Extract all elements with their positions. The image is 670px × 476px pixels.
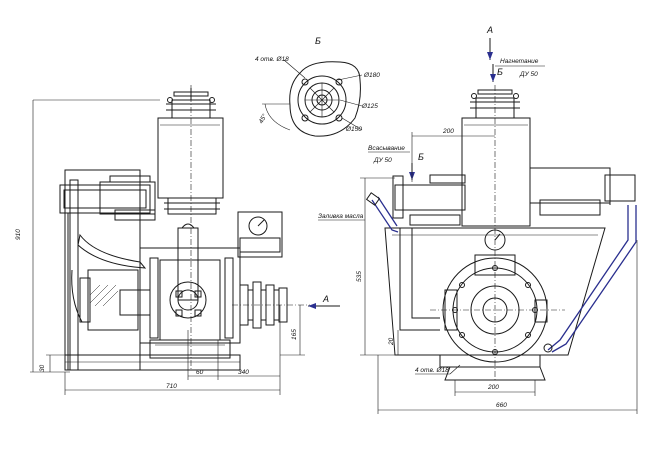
right-view (365, 85, 637, 381)
suction-dn-label: ДУ 50 (373, 157, 392, 164)
oil-fill-label: Заливка масла (318, 213, 364, 220)
dim-340: 340 (238, 369, 249, 376)
arrow-b-inlet-label: Б (418, 152, 424, 162)
motor-hatch (89, 284, 119, 307)
dim-910: 910 (15, 229, 22, 240)
v-belt-pulley (232, 281, 310, 329)
discharge-dn-label: ДУ 50 (519, 71, 538, 78)
dim-165: 165 (291, 329, 298, 340)
dim-20: 20 (388, 337, 395, 346)
flange-d2: Ø125 (361, 103, 378, 110)
right-view-annotations: А Б Нагнетание ДУ 50 Всасывание ДУ 50 Б … (318, 25, 638, 414)
dim-30-left: 30 (39, 364, 46, 372)
dim-60: 60 (196, 369, 204, 376)
dim-200-bottom: 200 (487, 384, 499, 391)
arrow-a-side-label: А (322, 294, 329, 304)
dim-710: 710 (166, 383, 177, 390)
suction-label: Всасывание (368, 145, 405, 152)
left-view-dimensions: 910 30 710 60 340 165 (15, 99, 305, 395)
dim-660: 660 (496, 402, 507, 409)
section-b-flange: Б 4 отв. Ø18 Ø180 Ø125 Ø150 45° (255, 36, 380, 137)
dim-535: 535 (356, 271, 363, 282)
flange-angle: 45° (257, 112, 269, 125)
flange-d1: Ø180 (363, 72, 380, 79)
holes-top-label: 4 отв. Ø18 (255, 56, 289, 63)
dim-200-top: 200 (442, 128, 454, 135)
view-arrow-a-side: А (308, 294, 340, 309)
left-view (59, 85, 310, 371)
oil-return-pipe (547, 205, 629, 351)
pressure-gauge (237, 211, 283, 258)
arrow-a-top-label: А (486, 25, 493, 35)
flange-spokes (305, 83, 339, 117)
discharge-label: Нагнетание (500, 58, 539, 65)
arrow-b-top-label: Б (497, 67, 503, 77)
section-b-title: Б (315, 36, 321, 46)
flange-d3: Ø150 (345, 126, 362, 133)
holes-bottom-label: 4 отв. Ø18 (415, 367, 449, 374)
